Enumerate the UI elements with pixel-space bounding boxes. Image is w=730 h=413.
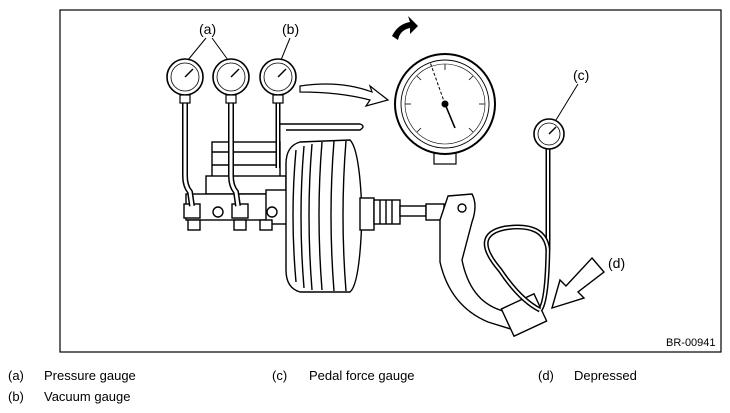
callout-b: (b) [282, 21, 299, 37]
gauge-hoses [182, 98, 551, 313]
brake-booster [285, 139, 460, 293]
callout-d: (d) [608, 255, 625, 271]
pressure-gauge-1 [166, 58, 204, 104]
legend-key-c: (c) [272, 368, 288, 383]
legend-text-a: Pressure gauge [44, 368, 136, 383]
legend-text-c: Pedal force gauge [309, 368, 415, 383]
pressure-gauge-2 [212, 58, 250, 104]
figure-frame [59, 9, 722, 353]
legend-key-b: (b) [8, 389, 24, 404]
callout-a: (a) [199, 21, 216, 37]
callout-leaders [187, 37, 579, 121]
pedal-force-gauge [533, 118, 565, 150]
legend-key-a: (a) [8, 368, 24, 383]
figure-code: BR-00941 [666, 337, 716, 349]
needle-direction-arrow [392, 16, 418, 40]
legend-key-d: (d) [538, 368, 554, 383]
callout-c: (c) [573, 67, 589, 83]
depressed-arrow [550, 256, 606, 310]
legend-text-b: Vacuum gauge [44, 389, 131, 404]
magnify-arrow [299, 83, 390, 108]
vacuum-gauge-small [259, 58, 297, 104]
vacuum-gauge-enlarged [394, 53, 496, 165]
master-cylinder [183, 141, 289, 231]
legend-text-d: Depressed [574, 368, 637, 383]
brake-pedal [439, 193, 548, 338]
